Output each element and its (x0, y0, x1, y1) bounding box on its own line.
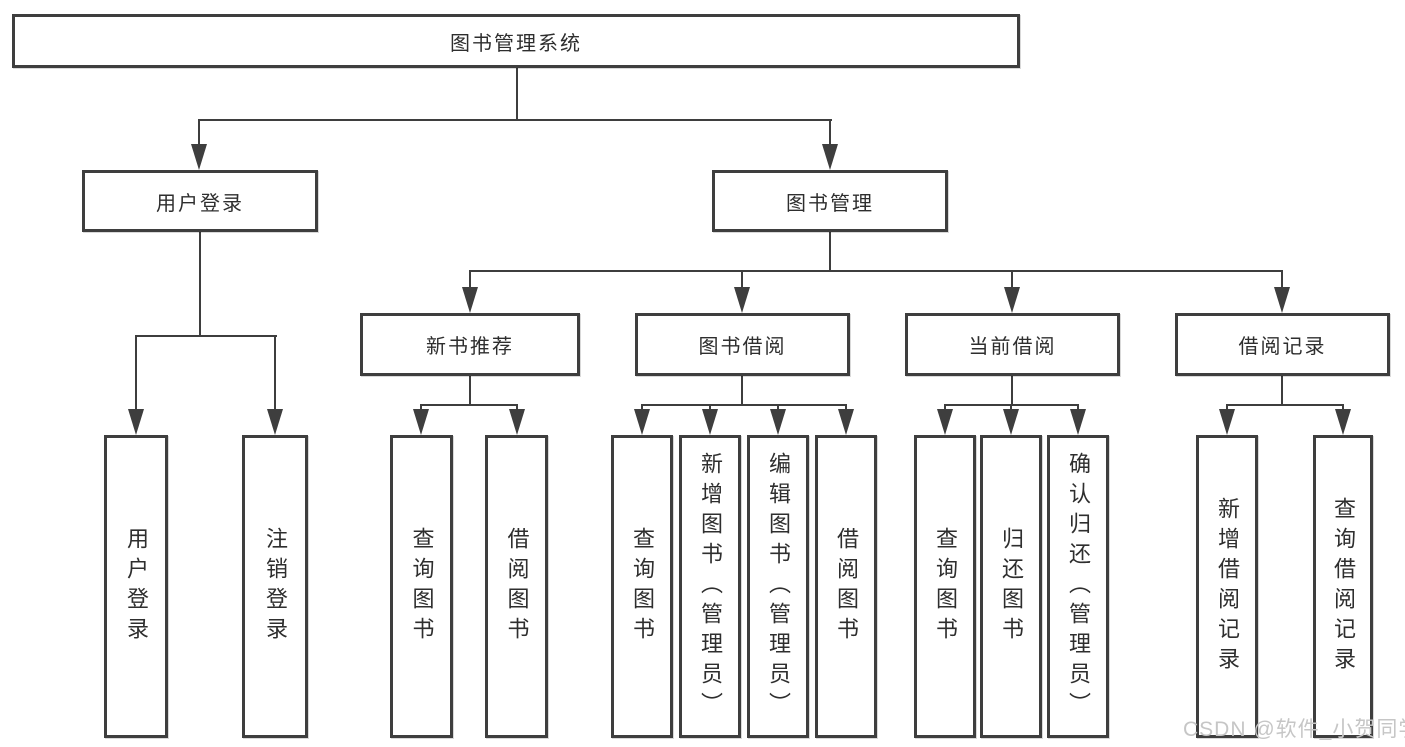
arrow-down-icon (191, 144, 207, 170)
connector-line (741, 375, 743, 406)
connector-line (516, 67, 518, 121)
arrow-down-icon (1004, 287, 1020, 313)
connector-line (845, 404, 847, 412)
node-borrowing-edit-books-admin: 编辑图书（管理员） (747, 435, 809, 738)
node-label: 查询借阅记录 (1331, 496, 1356, 677)
node-current-confirm-return-admin: 确认归还（管理员） (1047, 435, 1109, 738)
arrow-down-icon (838, 409, 854, 435)
connector-line (469, 375, 471, 406)
node-borrowing-search-books: 查询图书 (611, 435, 673, 738)
node-logout: 注销登录 (242, 435, 308, 738)
node-label: 借阅图书 (504, 526, 530, 647)
arrow-down-icon (267, 409, 283, 435)
node-current-return-books: 归还图书 (980, 435, 1042, 738)
node-borrowing-add-books-admin: 新增图书（管理员） (679, 435, 741, 738)
node-label: 借阅图书 (834, 526, 859, 647)
connector-line (135, 335, 137, 411)
node-label: 当前借阅 (968, 336, 1057, 358)
connector-line (1077, 404, 1079, 412)
node-root-system: 图书管理系统 (12, 14, 1020, 68)
node-current-borrowing: 当前借阅 (905, 313, 1120, 376)
node-label: 图书管理 (786, 192, 874, 215)
arrow-down-icon (462, 287, 478, 313)
connector-line (469, 270, 471, 289)
connector-line (516, 404, 518, 412)
connector-line (641, 404, 847, 406)
connector-line (829, 231, 831, 272)
node-new-book-recommend: 新书推荐 (360, 313, 580, 376)
arrow-down-icon (509, 409, 525, 435)
connector-line (1011, 270, 1013, 289)
node-record-search: 查询借阅记录 (1313, 435, 1373, 738)
node-label: 查询图书 (933, 526, 958, 647)
node-borrowing-borrow-books: 借阅图书 (815, 435, 877, 738)
csdn-watermark: CSDN @软件_小贺同学 (1183, 718, 1405, 741)
arrow-down-icon (1003, 409, 1019, 435)
node-label: 新增借阅记录 (1215, 496, 1240, 677)
arrow-down-icon (702, 409, 718, 435)
connector-line (777, 404, 779, 412)
node-label: 新增图书（管理员） (698, 451, 723, 722)
arrow-down-icon (1274, 287, 1290, 313)
node-current-search-books: 查询图书 (914, 435, 976, 738)
node-book-management-module: 图书管理 (712, 170, 948, 232)
arrow-down-icon (937, 409, 953, 435)
connector-line (1226, 404, 1344, 406)
connector-line (641, 404, 643, 412)
connector-line (199, 231, 201, 337)
node-label: 归还图书 (999, 526, 1024, 647)
connector-line (1281, 375, 1283, 406)
connector-line (829, 119, 831, 146)
node-user-login-module: 用户登录 (82, 170, 318, 232)
node-label: 新书推荐 (426, 336, 514, 358)
connector-line (198, 119, 200, 146)
node-label: 借阅记录 (1238, 336, 1327, 358)
node-borrow-records: 借阅记录 (1175, 313, 1390, 376)
connector-line (1010, 404, 1012, 412)
arrow-down-icon (734, 287, 750, 313)
connector-line (1281, 270, 1283, 289)
node-label: 确认归还（管理员） (1066, 451, 1091, 722)
node-label: 图书借阅 (698, 336, 787, 358)
connector-line (469, 270, 1283, 272)
connector-line (1011, 375, 1013, 406)
connector-line (1226, 404, 1228, 412)
node-book-borrowing: 图书借阅 (635, 313, 850, 376)
arrow-down-icon (1219, 409, 1235, 435)
node-newbook-borrow-books: 借阅图书 (485, 435, 548, 738)
arrow-down-icon (1070, 409, 1086, 435)
node-newbook-search-books: 查询图书 (390, 435, 453, 738)
connector-line (420, 404, 518, 406)
connector-line (135, 335, 277, 337)
connector-line (944, 404, 946, 412)
arrow-down-icon (634, 409, 650, 435)
node-label: 用户登录 (124, 526, 149, 647)
node-label: 查询图书 (630, 526, 655, 647)
connector-line (1342, 404, 1344, 412)
node-label: 查询图书 (409, 526, 435, 647)
arrow-down-icon (1335, 409, 1351, 435)
node-login: 用户登录 (104, 435, 168, 738)
connector-line (420, 404, 422, 412)
node-record-add: 新增借阅记录 (1196, 435, 1258, 738)
node-label: 图书管理系统 (450, 32, 582, 55)
connector-line (198, 119, 832, 121)
node-label: 用户登录 (156, 192, 244, 215)
arrow-down-icon (128, 409, 144, 435)
connector-line (709, 404, 711, 412)
node-label: 注销登录 (263, 526, 288, 647)
arrow-down-icon (822, 144, 838, 170)
node-label: 编辑图书（管理员） (766, 451, 791, 722)
connector-line (741, 270, 743, 289)
arrow-down-icon (413, 409, 429, 435)
arrow-down-icon (770, 409, 786, 435)
connector-line (274, 335, 276, 411)
